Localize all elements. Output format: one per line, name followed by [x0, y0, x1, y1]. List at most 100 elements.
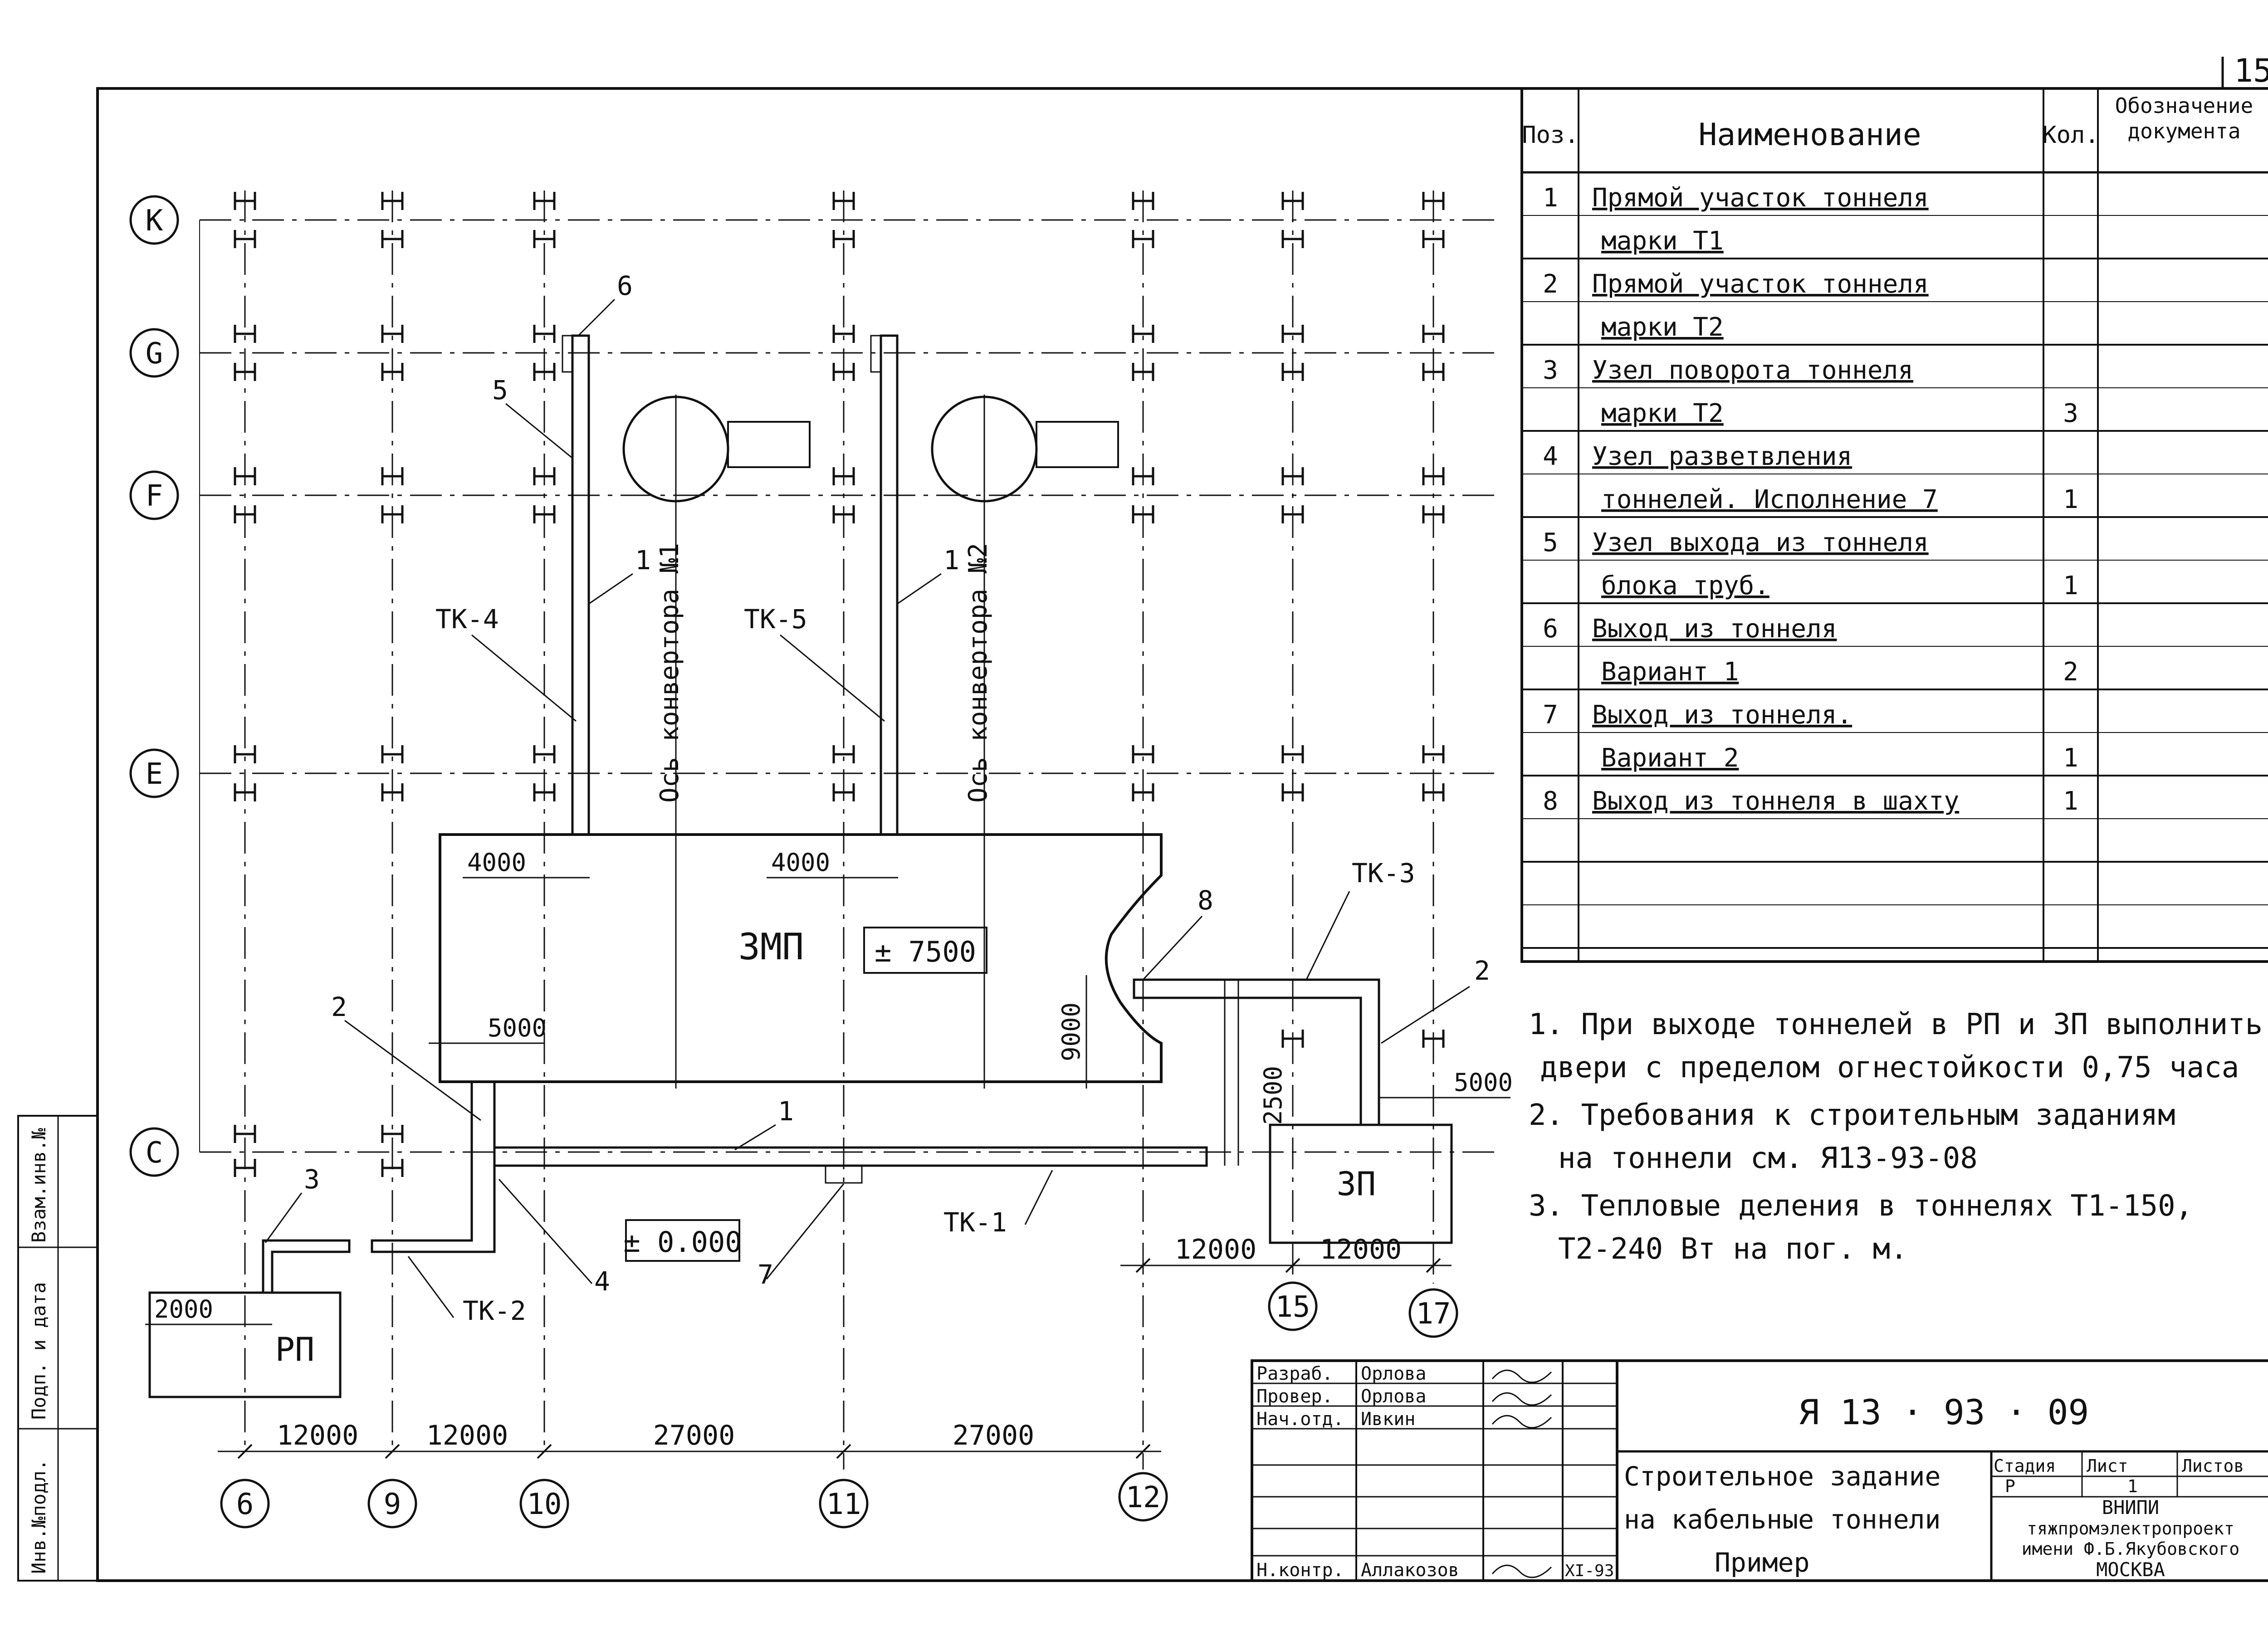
- zmp-level-mark: ± 7500: [875, 935, 976, 968]
- ground-level-text: ± 0.000: [623, 1226, 742, 1259]
- spec-row: 1 Прямой участок тоннеля марки Т1: [1543, 183, 1929, 256]
- grid-bubbles-vertical: 6 9 10 11 12 15 17: [220, 1281, 1458, 1529]
- axis-label-12: 12: [1125, 1481, 1160, 1514]
- axis-label-17: 17: [1416, 1297, 1451, 1331]
- spec-row-name-line: Прямой участок тоннеля: [1592, 269, 1929, 299]
- column-mark: [1132, 230, 1154, 248]
- room-zp: ЗП: [1269, 1123, 1453, 1244]
- note-line-3: 2. Требования к строительным заданиям: [1529, 1099, 2175, 1132]
- column-mark: [1132, 467, 1154, 485]
- tb-org-4: МОСКВА: [2096, 1558, 2165, 1581]
- tunnel-tk4-label: ТК-4: [435, 604, 499, 635]
- column-mark: [234, 783, 256, 801]
- column-mark: [381, 745, 404, 763]
- spec-header-doc-text: Обозначение документа: [2115, 93, 2253, 143]
- column-mark: [234, 363, 256, 381]
- column-mark: [832, 505, 855, 523]
- spec-header-qty: Кол.: [2042, 122, 2099, 149]
- tunnel-tk5-label: ТК-5: [744, 604, 807, 635]
- dim-bottom-1: 12000: [277, 1420, 359, 1451]
- axis-label-c: C: [146, 1136, 163, 1170]
- column-mark: [1422, 325, 1445, 343]
- converter-2-axis-label: Ось конвертора №2: [963, 543, 993, 803]
- column-mark: [1422, 467, 1445, 485]
- tb-date: XI-93: [1565, 1562, 1614, 1580]
- callout-pos-1-a: 1: [635, 545, 651, 576]
- dim-local-4000-a: 4000: [467, 848, 526, 877]
- tunnel-tk4: ТК-4: [435, 334, 590, 836]
- dim-local-2500: 2500: [1259, 1066, 1287, 1125]
- room-zp-label: ЗП: [1337, 1165, 1376, 1203]
- column-mark: [1132, 325, 1154, 343]
- spec-row-qty: 3: [2063, 399, 2078, 428]
- column-mark: [234, 505, 256, 523]
- column-marks: [234, 192, 1445, 1177]
- callout-pos-8: 8: [1198, 885, 1213, 916]
- converter-2: Ось конвертора №2: [931, 395, 1119, 1089]
- tb-sheet-value: 1: [2127, 1476, 2138, 1496]
- column-mark: [381, 1125, 404, 1143]
- spec-row-pos: 8: [1543, 786, 1558, 816]
- dim-local-4000-b: 4000: [771, 848, 830, 877]
- tb-title-1: Строительное задание: [1624, 1461, 1941, 1492]
- column-mark: [381, 230, 404, 248]
- column-mark: [1132, 745, 1154, 763]
- column-mark: [1422, 745, 1445, 763]
- column-mark: [1281, 192, 1304, 210]
- tb-doc-code: Я 13 · 93 · 09: [1799, 1392, 2089, 1432]
- axis-label-f: F: [146, 479, 163, 513]
- tunnel-tk1-label: ТК-1: [943, 1207, 1007, 1238]
- column-mark: [381, 1159, 404, 1177]
- column-mark: [1422, 783, 1445, 801]
- note-line-2: двери с пределом огнестойкости 0,75 часа: [1540, 1051, 2239, 1084]
- spec-row-name-line: марки Т2: [1601, 399, 1724, 428]
- column-mark: [1132, 363, 1154, 381]
- tb-sheets-header: Листов: [2182, 1456, 2244, 1476]
- column-mark: [234, 1125, 256, 1143]
- column-mark: [1281, 783, 1304, 801]
- spec-row-name-line: марки Т1: [1601, 226, 1724, 256]
- column-mark: [832, 192, 855, 210]
- side-stamp-replace: Взам.инв.№: [28, 1128, 50, 1243]
- spec-table: Поз. Наименование Кол. Обозначение докум…: [1520, 87, 2268, 963]
- spec-row-name-line: Прямой участок тоннеля: [1592, 183, 1929, 213]
- callout-pos-3: 3: [304, 1164, 320, 1195]
- callout-pos-5: 5: [492, 375, 508, 405]
- tb-role-3: Нач.отд.: [1256, 1409, 1344, 1430]
- tb-title-2: на кабельные тоннели: [1624, 1504, 1941, 1535]
- building-zmp: ЗМП ± 7500: [439, 833, 1163, 1083]
- tb-name-norm: Аллакозов: [1361, 1560, 1459, 1581]
- dim-bottom-2: 12000: [426, 1420, 508, 1451]
- position-callouts: 1 1 1 2 2 3 4 5 6 7 8: [264, 270, 1490, 1297]
- column-mark: [832, 230, 855, 248]
- spec-row-name-line: Узел выхода из тоннеля: [1592, 528, 1929, 557]
- spec-row-pos: 6: [1543, 614, 1558, 644]
- bottom-dimension-chain: 12000 12000 27000 27000: [218, 1420, 1161, 1459]
- spec-row-qty: 2: [2063, 657, 2078, 687]
- column-mark: [381, 783, 404, 801]
- column-mark: [1422, 230, 1445, 248]
- column-mark: [1132, 783, 1154, 801]
- tb-role-norm: Н.контр.: [1256, 1560, 1344, 1581]
- column-mark: [533, 363, 556, 381]
- spec-row-pos: 4: [1543, 442, 1558, 471]
- room-rp-label: РП: [275, 1330, 315, 1368]
- dim-local-5000-b: 5000: [1454, 1068, 1513, 1097]
- column-mark: [1422, 192, 1445, 210]
- column-mark: [832, 783, 855, 801]
- column-mark: [832, 325, 855, 343]
- note-line-5: 3. Тепловые деления в тоннелях Т1-150,: [1529, 1189, 2193, 1223]
- dim-bottom-4: 27000: [953, 1420, 1035, 1451]
- column-mark: [381, 505, 404, 523]
- axis-label-10: 10: [527, 1488, 562, 1521]
- spec-row-pos: 1: [1543, 183, 1558, 213]
- column-mark: [381, 363, 404, 381]
- side-stamp-inv: Инв.№подл.: [28, 1459, 50, 1574]
- grid-bubbles-horizontal: K G F E C: [129, 195, 179, 1177]
- axis-label-g: G: [146, 337, 163, 371]
